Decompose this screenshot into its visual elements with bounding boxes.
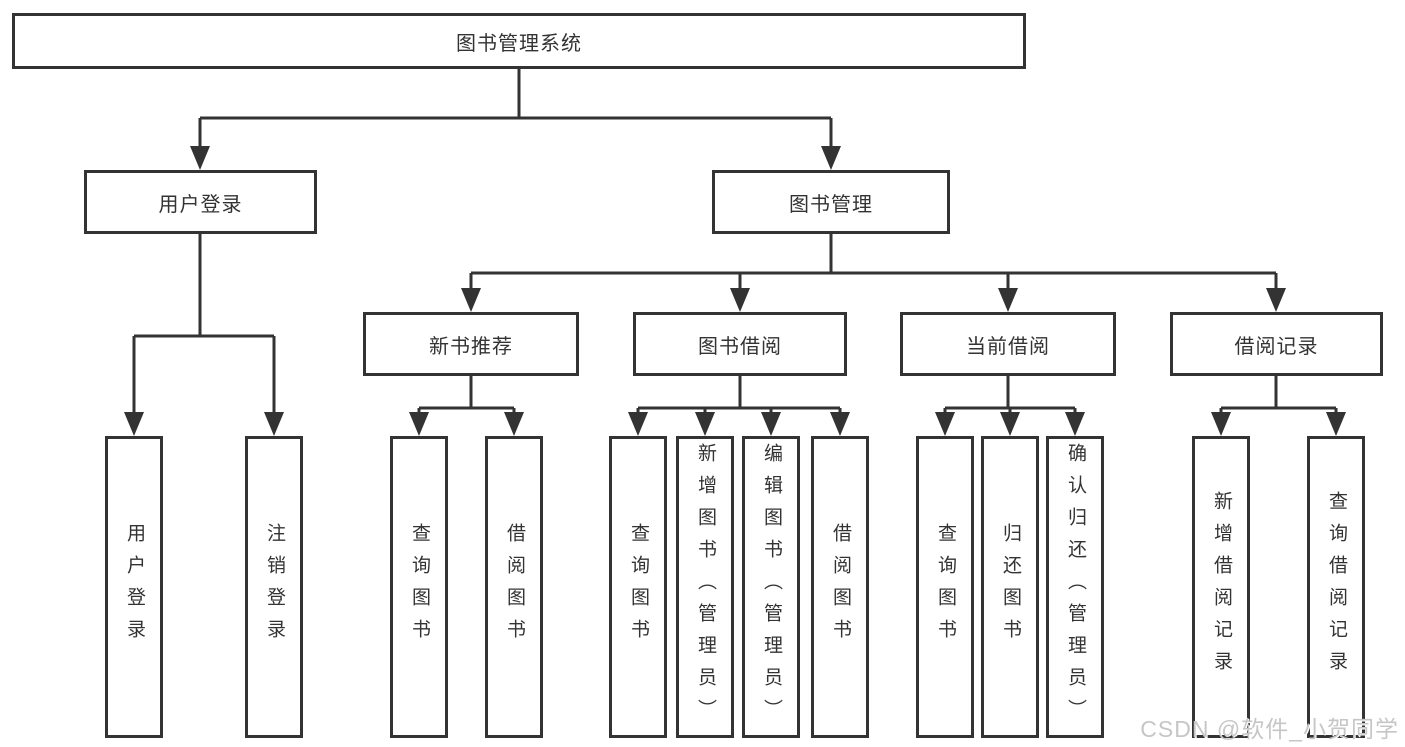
leaf-cb-query-book: 查询图书 [916, 436, 974, 738]
leaf-br-query-record: 查询借阅记录 [1307, 436, 1365, 738]
leaf-cb-confirm-return-admin: 确认归还（管理员） [1046, 436, 1104, 738]
leaf-nb-borrow-book: 借阅图书 [485, 436, 543, 738]
leaf-bb-query-book: 查询图书 [609, 436, 667, 738]
leaf-user-login: 用户登录 [105, 436, 163, 738]
node-book-management: 图书管理 [712, 170, 950, 234]
leaf-nb-query-book: 查询图书 [390, 436, 448, 738]
node-borrow-records: 借阅记录 [1170, 312, 1383, 376]
leaf-br-add-record: 新增借阅记录 [1192, 436, 1250, 738]
leaf-bb-add-book-admin: 新增图书（管理员） [676, 436, 734, 738]
leaf-logout: 注销登录 [245, 436, 303, 738]
node-current-borrow: 当前借阅 [900, 312, 1116, 376]
node-new-book-recommend: 新书推荐 [363, 312, 579, 376]
leaf-bb-edit-book-admin: 编辑图书（管理员） [742, 436, 800, 738]
node-root: 图书管理系统 [12, 13, 1026, 69]
csdn-watermark: CSDN @软件_小贺同学 [1140, 716, 1399, 742]
node-book-borrow: 图书借阅 [633, 312, 847, 376]
leaf-cb-return-book: 归还图书 [981, 436, 1039, 738]
node-user-login: 用户登录 [84, 170, 317, 234]
leaf-bb-borrow-book: 借阅图书 [811, 436, 869, 738]
